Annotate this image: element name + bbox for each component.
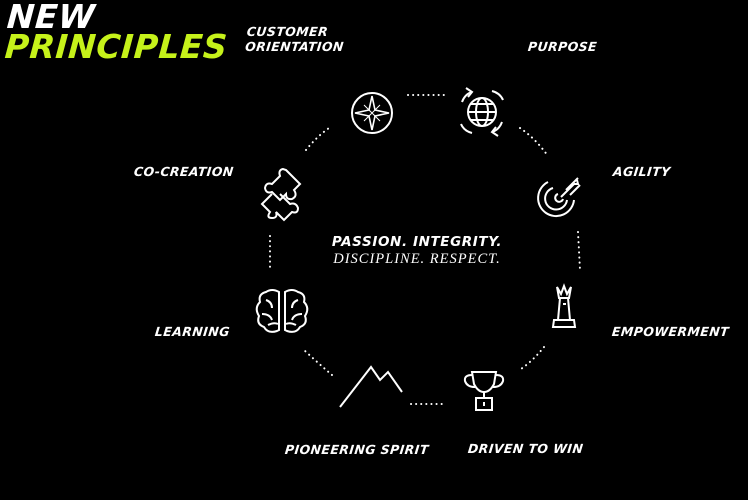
ring-dotted-arcs [269,94,581,405]
arc-4 [517,346,545,372]
globe-refresh-icon [460,87,504,137]
label-learning: LEARNING [154,324,231,339]
compass-icon [351,92,393,134]
label-customer-orientation-line2: ORIENTATION [244,39,345,54]
mountain-icon [339,365,403,408]
trophy-icon [463,371,505,411]
label-empowerment: EMPOWERMENT [611,324,730,339]
label-agility: AGILITY [612,164,672,179]
arc-6 [303,349,333,376]
label-customer-orientation-line1: CUSTOMER [246,24,329,39]
target-arrows-icon [537,177,581,218]
arc-2 [519,127,549,157]
label-co-creation: CO-CREATION [133,164,235,179]
label-customer-orientation: CUSTOMER ORIENTATION [244,24,346,54]
center-line-1: PASSION. INTEGRITY. [331,234,503,250]
puzzle-icon [260,167,302,222]
label-pioneering-spirit: PIONEERING SPIRIT [284,442,430,457]
arc-8 [305,125,333,151]
center-values: PASSION. INTEGRITY. DISCIPLINE. RESPECT. [250,233,584,267]
center-line-2: DISCIPLINE. RESPECT. [333,251,501,267]
label-purpose: PURPOSE [527,39,598,54]
label-driven-to-win: DRIVEN TO WIN [467,441,585,456]
brain-icon [255,289,309,333]
chess-queen-icon [551,283,577,328]
